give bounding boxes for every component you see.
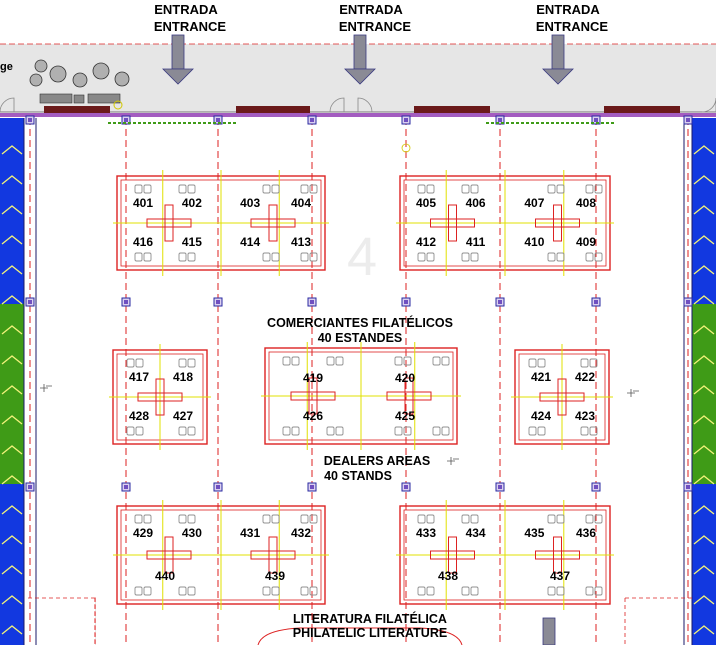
entrance-arrow-3 [542, 34, 574, 85]
stand-number: 428 [129, 409, 149, 423]
left-side-band [0, 118, 37, 645]
entrance-1-label-es: ENTRADA [154, 2, 218, 17]
literature-zone [28, 597, 692, 645]
stand-number: 437 [550, 569, 570, 583]
stand-number: 440 [155, 569, 175, 583]
stand-number: 407 [524, 196, 544, 210]
stand-block-5: 421 422 424 423 [511, 344, 613, 450]
stand-number: 401 [133, 196, 153, 210]
stand-block-7: 433 436 438 437 434 435 [396, 500, 614, 610]
stand-block-2: 405 408 412 409 406 407 411 410 [396, 170, 614, 276]
stand-number: 423 [575, 409, 595, 423]
stand-block-4: 419 420 426 425 [261, 342, 461, 450]
literature-area-title-en: PHILATELIC LITERATURE [293, 626, 447, 640]
stand-block-3: 417 418 428 427 [109, 344, 211, 450]
structural-columns [25, 115, 693, 492]
stand-number: 424 [531, 409, 551, 423]
entrance-arrow-1 [162, 34, 194, 85]
stand-number: 411 [466, 235, 486, 249]
stand-number: 434 [466, 526, 486, 540]
stand-number: 412 [416, 235, 436, 249]
stand-number: 410 [524, 235, 544, 249]
lounge-furniture: ge [0, 59, 130, 110]
stand-number: 429 [133, 526, 153, 540]
stand-number: 439 [265, 569, 285, 583]
stand-number: 406 [466, 196, 486, 210]
hall-number-watermark: 4 [347, 227, 377, 287]
entrance-1-label-en: ENTRANCE [154, 19, 227, 34]
stand-number: 417 [129, 370, 149, 384]
stand-block-6: 429 432 440 439 430 431 [113, 500, 329, 610]
stand-number: 413 [291, 235, 311, 249]
stand-number: 415 [182, 235, 202, 249]
band-zigzag-pattern [1, 145, 715, 635]
misc-symbols [40, 143, 639, 465]
right-side-band [683, 118, 716, 645]
stand-number: 409 [576, 235, 596, 249]
stand-number: 403 [240, 196, 260, 210]
hall-wall [0, 113, 716, 117]
stand-number: 404 [291, 196, 311, 210]
entrance-2-label-es: ENTRADA [339, 2, 403, 17]
stand-number: 431 [240, 526, 260, 540]
entrance-3-label-en: ENTRANCE [536, 19, 609, 34]
dealers-stands-count-en: 40 STANDS [324, 469, 392, 483]
literature-area-title-es: LITERATURA FILATÉLICA [293, 611, 447, 626]
stand-number: 422 [575, 370, 595, 384]
stand-number: 433 [416, 526, 436, 540]
stand-number: 435 [524, 526, 544, 540]
entrance-2-label-en: ENTRANCE [339, 19, 412, 34]
stand-number: 419 [303, 371, 323, 385]
stand-number: 426 [303, 409, 323, 423]
stand-number: 416 [133, 235, 153, 249]
stand-number: 427 [173, 409, 193, 423]
stand-number: 430 [182, 526, 202, 540]
stand-number: 436 [576, 526, 596, 540]
stand-number: 438 [438, 569, 458, 583]
stand-block-1: 401 404 416 413 402 403 415 414 [113, 170, 329, 276]
stand-number: 414 [240, 235, 260, 249]
stand-number: 402 [182, 196, 202, 210]
stand-number: 421 [531, 370, 551, 384]
dealers-area-title-en: DEALERS AREAS [324, 454, 431, 468]
dealers-stands-count-es: 40 ESTANDES [318, 331, 403, 345]
lounge-label: ge [0, 61, 13, 73]
entrance-arrow-2 [344, 34, 376, 85]
stand-number: 420 [395, 371, 415, 385]
stand-number: 408 [576, 196, 596, 210]
entrance-3-label-es: ENTRADA [536, 2, 600, 17]
stand-number: 405 [416, 196, 436, 210]
stand-number: 425 [395, 409, 415, 423]
stand-number: 432 [291, 526, 311, 540]
stand-number: 418 [173, 370, 193, 384]
dealers-area-title-es: COMERCIANTES FILATÉLICOS [267, 315, 453, 330]
